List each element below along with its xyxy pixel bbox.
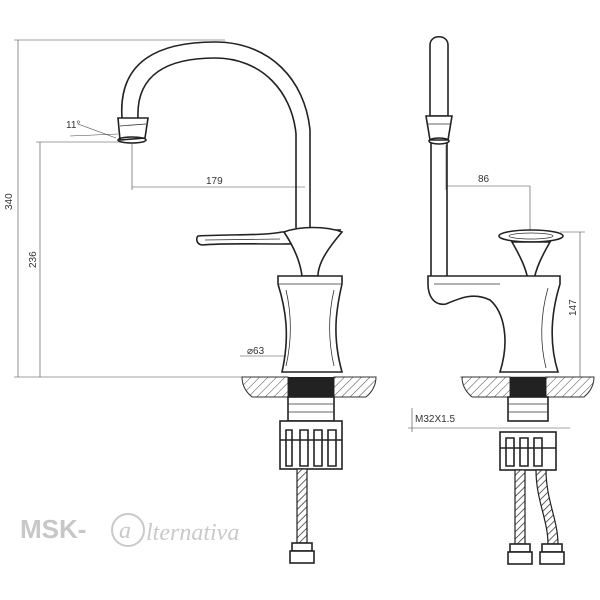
side-lever-handle [196, 226, 344, 277]
dim-angle: 11° [66, 120, 80, 131]
side-countertop [241, 376, 377, 398]
side-body [277, 275, 344, 373]
side-spout [117, 41, 311, 228]
side-hose [289, 468, 315, 564]
watermark-at-letter: a [119, 518, 131, 544]
dim-base-diameter: ⌀63 [247, 346, 265, 357]
front-body [427, 275, 561, 373]
dim-reach: 179 [206, 176, 223, 187]
front-hoses [507, 469, 565, 565]
side-view: 340 236 179 11° ⌀63 [4, 39, 377, 564]
dim-body-height: 147 [568, 299, 579, 316]
front-lever [498, 229, 564, 281]
front-spout [425, 35, 453, 276]
side-shank [279, 396, 343, 470]
watermark-brand: MSK- [20, 514, 86, 544]
watermark-script: lternativa [146, 520, 239, 546]
dim-spout-height: 236 [28, 251, 39, 268]
side-dimension-lines [14, 39, 305, 378]
front-countertop [461, 376, 595, 398]
front-view: 86 147 M32X1.5 [408, 35, 595, 565]
dim-offset: 86 [478, 174, 490, 185]
dim-total-height: 340 [4, 193, 15, 210]
watermark-at-circle [111, 513, 145, 547]
dim-thread: M32X1.5 [415, 414, 455, 425]
watermark: MSK- a lternativa [20, 513, 239, 547]
front-shank [499, 396, 557, 471]
